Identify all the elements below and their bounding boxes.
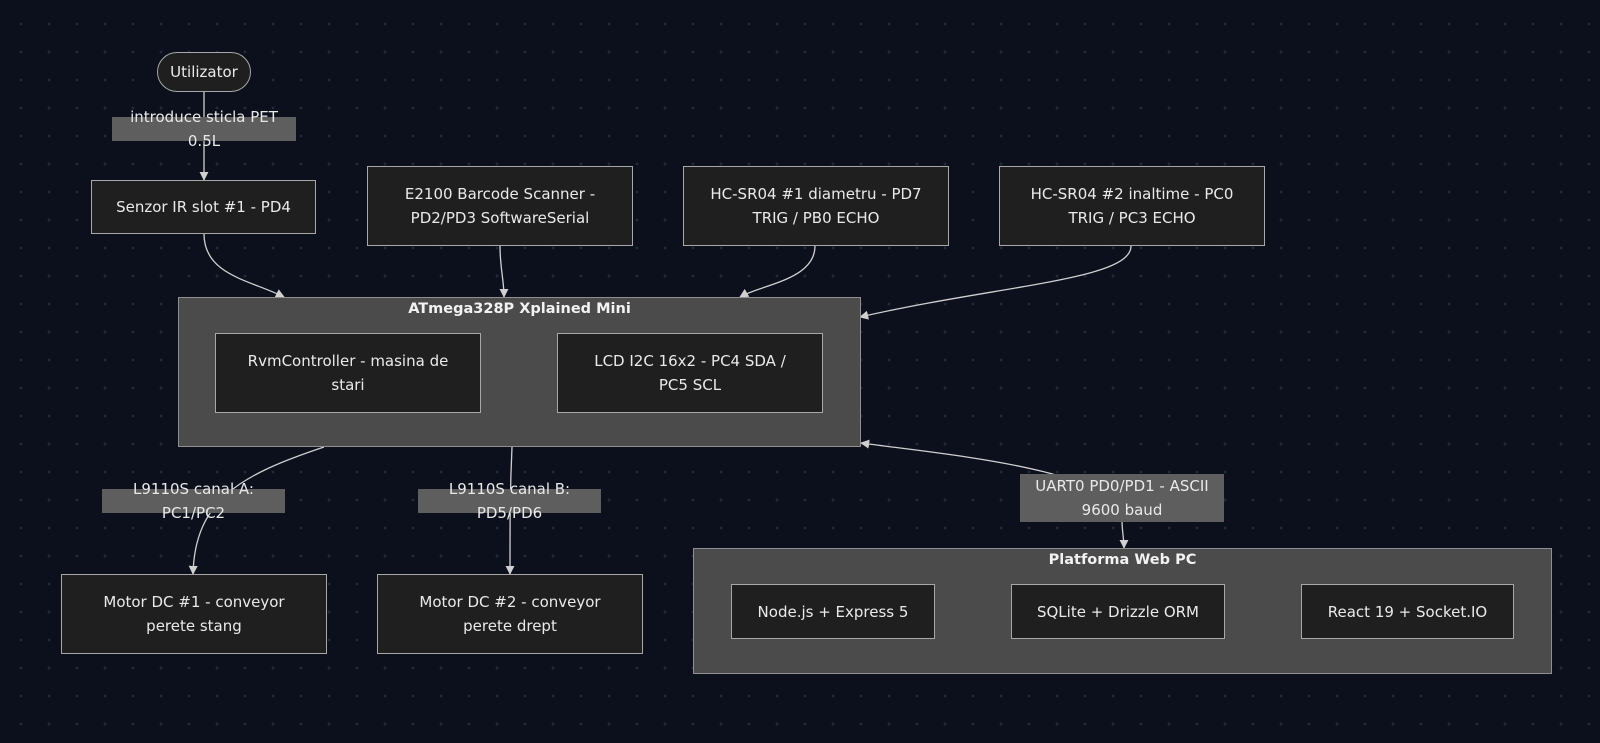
node-motor-dc-2[interactable]: Motor DC #2 - conveyor perete drept <box>377 574 643 654</box>
node-nodejs-express[interactable]: Node.js + Express 5 <box>731 584 935 639</box>
edge-hcsr2-to-mcu <box>859 245 1132 320</box>
edge-label-channel-b: L9110S canal B: PD5/PD6 <box>418 480 601 522</box>
node-motor-dc-1[interactable]: Motor DC #1 - conveyor perete stang <box>61 574 327 654</box>
cluster-title: ATmega328P Xplained Mini <box>408 301 631 317</box>
edge-ir-to-mcu <box>203 233 285 298</box>
node-hcsr04-diametru[interactable]: HC-SR04 #1 diametru - PD7 TRIG / PB0 ECH… <box>683 166 949 246</box>
edge-label-uart: UART0 PD0/PD1 - ASCII 9600 baud <box>1020 474 1224 522</box>
cluster-title: Platforma Web PC <box>1048 552 1197 568</box>
edge-label-user-to-ir: introduce sticla PET 0.5L <box>112 108 296 150</box>
node-react-socketio[interactable]: React 19 + Socket.IO <box>1301 584 1514 639</box>
node-hcsr04-inaltime[interactable]: HC-SR04 #2 inaltime - PC0 TRIG / PC3 ECH… <box>999 166 1265 246</box>
node-user[interactable]: Utilizator <box>157 52 251 92</box>
node-lcd[interactable]: LCD I2C 16x2 - PC4 SDA / PC5 SCL <box>557 333 823 413</box>
node-sqlite-drizzle[interactable]: SQLite + Drizzle ORM <box>1011 584 1225 639</box>
node-barcode-scanner[interactable]: E2100 Barcode Scanner - PD2/PD3 Software… <box>367 166 633 246</box>
node-rvm-controller[interactable]: RvmController - masina de stari <box>215 333 481 413</box>
node-ir-sensor[interactable]: Senzor IR slot #1 - PD4 <box>91 180 316 234</box>
edge-uart-to-web <box>1119 520 1129 549</box>
edge-hcsr1-to-mcu <box>739 245 816 298</box>
edge-label-channel-a: L9110S canal A: PC1/PC2 <box>102 480 285 522</box>
edge-barcode-to-mcu <box>499 245 509 298</box>
